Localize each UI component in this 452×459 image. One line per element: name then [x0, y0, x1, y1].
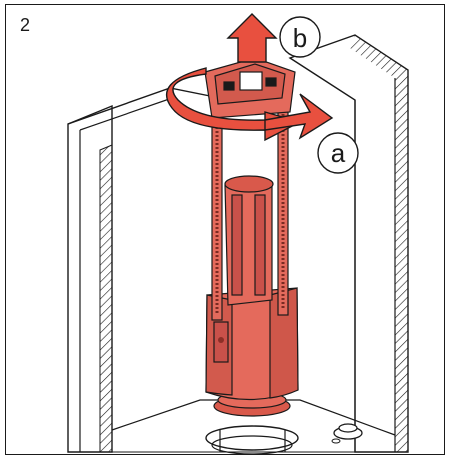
- step-number: 2: [20, 15, 31, 35]
- outlet-seat: [205, 425, 299, 455]
- rotate-arrow-icon: [166, 67, 334, 142]
- callout-lift-label: b: [293, 23, 307, 53]
- flush-valve: [204, 57, 299, 417]
- cistern: [67, 34, 409, 453]
- cistern-left-hatch: [99, 144, 113, 453]
- callout-rotate: a: [317, 132, 359, 174]
- cistern-right-wall: [288, 34, 409, 453]
- callout-lift: b: [279, 16, 321, 58]
- cistern-right-hatch: [350, 35, 408, 452]
- floor-bolt-icon: [331, 423, 363, 444]
- up-arrow-icon: [226, 13, 278, 63]
- callout-rotate-label: a: [331, 138, 346, 168]
